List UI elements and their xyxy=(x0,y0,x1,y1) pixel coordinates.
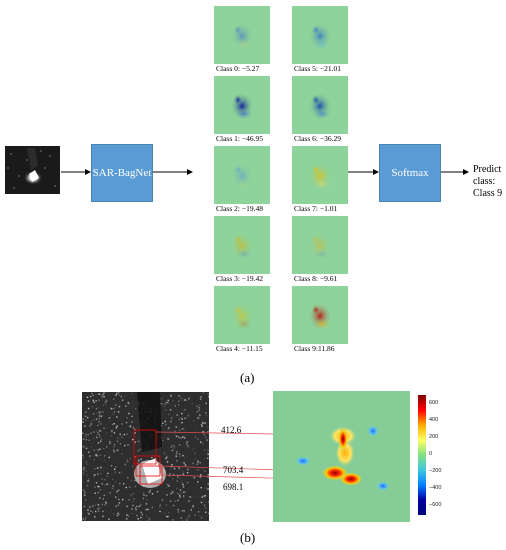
colorbar xyxy=(418,395,426,515)
class-5-caption: Class 5: −21.01 xyxy=(294,64,341,73)
sar-detail-image xyxy=(82,392,209,521)
class-4-caption: Class 4: −11.15 xyxy=(216,344,263,353)
colorbar-tick: 200 xyxy=(429,434,439,440)
predict-line-1: Predict class: xyxy=(473,164,502,187)
class-9-heatmap xyxy=(292,286,348,344)
panel-b-label-text: (b) xyxy=(240,530,256,545)
arrows-layer xyxy=(61,169,469,175)
colorbar-tick: −400 xyxy=(429,485,442,491)
class-4-heatmap xyxy=(214,286,270,344)
predict-class-text: Predict class: Class 9 xyxy=(473,164,506,200)
value-698-1: 698.1 xyxy=(223,482,244,492)
value-703-4: 703.4 xyxy=(223,465,244,475)
colorbar-tick: −200 xyxy=(429,468,442,474)
sar-input-image xyxy=(5,146,60,194)
panel-a-label: (a) xyxy=(240,370,254,386)
colorbar-tick: −600 xyxy=(429,502,442,508)
sar-bagnet-box: SAR-BagNet xyxy=(91,144,153,202)
class-8-caption: Class 8: −9.61 xyxy=(294,274,338,283)
class-0-heatmap xyxy=(214,6,270,64)
class-2-heatmap xyxy=(214,146,270,204)
class-7-heatmap xyxy=(292,146,348,204)
panel-a-label-text: (a) xyxy=(240,370,255,385)
class-1-caption: Class 1: −46.95 xyxy=(216,134,263,143)
panel-b-label: (b) xyxy=(240,530,255,546)
class-3-caption: Class 3: −19.42 xyxy=(216,274,263,283)
class-6-caption: Class 6: −36.29 xyxy=(294,134,341,143)
colorbar-tick: 600 xyxy=(429,400,439,406)
colorbar-tick: 0 xyxy=(429,451,433,457)
class-7-caption: Class 7: −1.01 xyxy=(294,204,338,213)
value-412-6: 412.6 xyxy=(221,425,242,435)
class-3-heatmap xyxy=(214,216,270,274)
class-9-caption: Class 9:11.86 xyxy=(294,344,335,353)
class-2-caption: Class 2: −19.48 xyxy=(216,204,263,213)
predict-line-2: Class 9 xyxy=(473,188,503,199)
class-8-heatmap xyxy=(292,216,348,274)
class-5-heatmap xyxy=(292,6,348,64)
class-6-heatmap xyxy=(292,76,348,134)
large-heatmap xyxy=(273,391,410,522)
softmax-box: Softmax xyxy=(379,144,441,202)
colorbar-tick: 400 xyxy=(429,417,439,423)
class-0-caption: Class 0: −5.27 xyxy=(216,64,260,73)
class-1-heatmap xyxy=(214,76,270,134)
